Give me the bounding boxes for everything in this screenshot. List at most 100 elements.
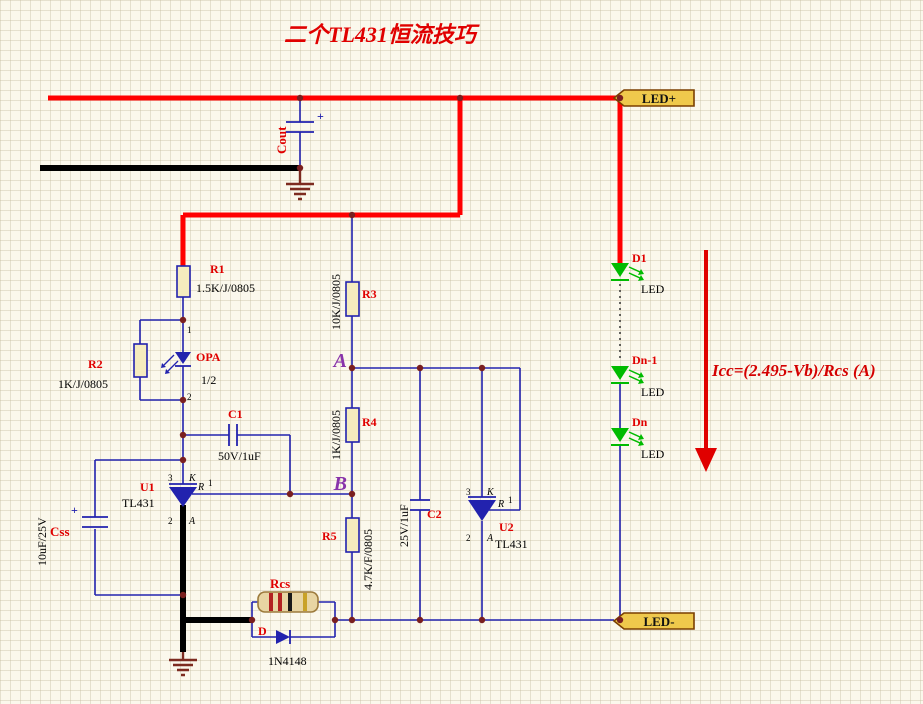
dn-ref-label: Dn <box>632 415 648 429</box>
capacitor-plates <box>286 121 314 133</box>
component-c2: 25V/1uF C2 <box>397 499 442 547</box>
component-rcs: Rcs <box>257 576 319 613</box>
opto-pin2-number: 2 <box>187 392 192 402</box>
u1-pin3-number: 3 <box>168 473 173 483</box>
opto-arrowhead <box>165 369 170 374</box>
r2-ref-label: R2 <box>88 357 103 371</box>
u2-ref-letter: R <box>497 499 504 510</box>
led-triangle <box>611 366 629 380</box>
junction-dot <box>348 616 356 624</box>
resistor-body <box>133 343 148 378</box>
r4-ref-label: R4 <box>362 415 377 429</box>
resistor-body <box>345 281 360 317</box>
icc-formula-label: Icc=(2.495-Vb)/Rcs (A) <box>711 361 876 380</box>
opa-ref-label: OPA <box>196 350 221 364</box>
tl431-triangle <box>468 500 496 521</box>
opto-pin1-number: 1 <box>187 325 192 335</box>
rcs-color-band <box>303 593 307 611</box>
d-value-label: 1N4148 <box>268 654 307 668</box>
u2-pin2-number: 2 <box>466 533 471 543</box>
dn-1-ref-label: Dn-1 <box>632 353 657 367</box>
junction-dot <box>296 94 304 102</box>
led-emission-arrows <box>628 266 641 279</box>
junction-dot <box>179 431 187 439</box>
led-plus-tag-label: LED+ <box>642 91 676 106</box>
power-tag-led-minus: LED- <box>612 612 695 630</box>
component-c1: C1 50V/1uF <box>218 407 261 463</box>
tag-shape <box>612 89 695 107</box>
signal-wires <box>94 98 621 638</box>
rcs-color-band <box>278 593 282 611</box>
component-r4: 1K/J/0805 R4 <box>329 407 377 460</box>
thick-ground-wires <box>40 165 300 652</box>
opto-emission-arrows <box>163 354 179 372</box>
rcs-color-band <box>269 593 273 611</box>
capacitor-plates <box>82 516 108 528</box>
d1-ref-label: D1 <box>632 251 647 265</box>
junction-dot <box>248 616 256 624</box>
component-r1: R1 1.5K/J/0805 <box>176 262 255 298</box>
junction-dot <box>616 616 624 624</box>
c2-ref-label: C2 <box>427 507 442 521</box>
junction-dot <box>456 94 464 102</box>
u1-anode-letter: A <box>188 516 196 527</box>
diode-triangle <box>276 630 290 644</box>
junction-dot <box>348 364 356 372</box>
junction-dot <box>286 490 294 498</box>
junction-dot <box>331 616 339 624</box>
component-r5: R5 4.7K/F/0805 <box>322 517 375 590</box>
u2-anode-letter: A <box>486 533 494 544</box>
led-arrowhead <box>638 269 644 275</box>
u2-cathode-letter: K <box>486 487 495 498</box>
component-u2-tl431: 3 K 2 A R 1 U2 TL431 <box>466 487 528 551</box>
r2-value-label: 1K/J/0805 <box>58 377 108 391</box>
u1-value-label: TL431 <box>122 496 155 510</box>
led-triangle <box>611 428 629 442</box>
d-ref-label: D <box>258 624 267 638</box>
led-triangle <box>611 263 629 277</box>
power-tag-led-plus: LED+ <box>612 89 695 107</box>
junction-dot <box>179 396 187 404</box>
led-minus-tag-label: LED- <box>643 614 674 629</box>
ground-glyph <box>286 168 314 201</box>
current-annotation: Icc=(2.495-Vb)/Rcs (A) <box>695 250 876 472</box>
ground-glyph <box>169 652 197 677</box>
component-css: + Css 10uF/25V <box>35 503 108 566</box>
component-opa-optocoupler: 1 2 OPA 1/2 <box>161 325 221 402</box>
r4-value-label: 1K/J/0805 <box>329 410 343 460</box>
capacitor-plates <box>410 499 430 511</box>
r3-value-label: 10K/J/0805 <box>329 274 343 330</box>
rcs-color-band <box>288 593 292 611</box>
led-arrowhead <box>638 372 644 378</box>
led-arrowhead <box>638 434 644 440</box>
opto-arrowhead <box>161 363 166 368</box>
opa-part-label: 1/2 <box>201 373 216 387</box>
r3-ref-label: R3 <box>362 287 377 301</box>
led-emission-arrows <box>628 369 641 382</box>
junction-dot <box>179 591 187 599</box>
r5-ref-label: R5 <box>322 529 337 543</box>
rcs-ref-label: Rcs <box>270 576 290 591</box>
cout-ref-label: Cout <box>274 126 289 154</box>
tl431-triangle <box>169 487 197 507</box>
capacitor-plates <box>228 424 238 446</box>
cout-polarity-plus: + <box>317 109 324 123</box>
led-arrowhead <box>638 440 644 446</box>
junction-dot <box>616 94 624 102</box>
led-arrowhead <box>638 275 644 281</box>
r5-value-label: 4.7K/F/0805 <box>361 529 375 590</box>
u1-pin1-number: 1 <box>208 478 213 488</box>
u1-cathode-letter: K <box>188 473 197 484</box>
resistor-body <box>345 517 360 553</box>
dn-1-value-label: LED <box>641 385 665 399</box>
c2-value-label: 25V/1uF <box>397 504 411 547</box>
junction-dot <box>416 616 424 624</box>
junction-dots <box>179 94 624 624</box>
ground-symbol-bottom <box>169 652 197 677</box>
junction-dot <box>416 364 424 372</box>
component-d1-led: D1 LED <box>611 251 665 296</box>
r1-ref-label: R1 <box>210 262 225 276</box>
css-polarity-plus: + <box>71 503 78 517</box>
